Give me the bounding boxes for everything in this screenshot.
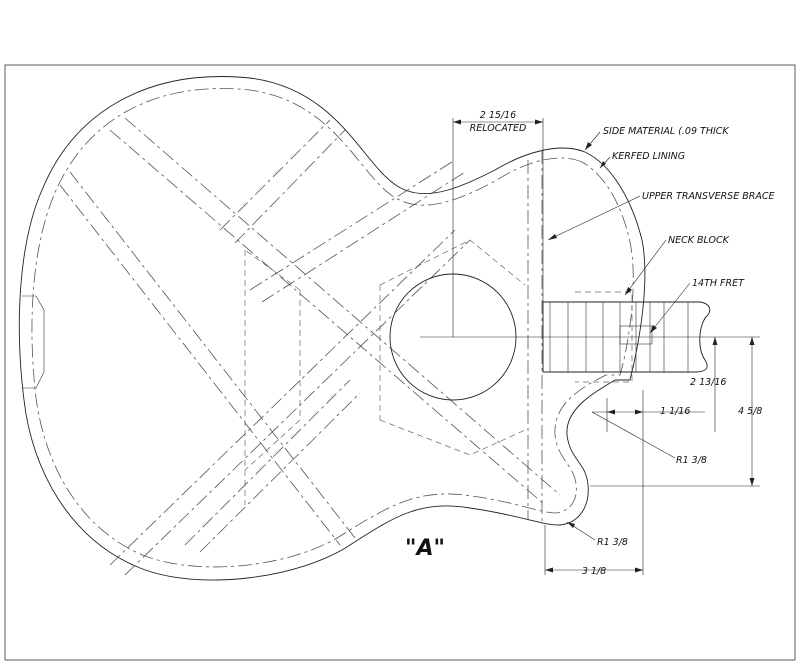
dimension-1-1-16: 1 1/16 xyxy=(592,406,705,417)
label-kerfed-lining: KERFED LINING xyxy=(612,151,685,162)
upper-transverse-brace xyxy=(527,150,543,525)
dimension-2-13-16: 2 13/16 xyxy=(690,337,726,432)
dimension-2-15-16: 2 15/16 RELOCATED xyxy=(453,110,543,134)
label-radius-upper: R1 3/8 xyxy=(676,455,707,466)
body-outline xyxy=(18,76,646,581)
dim-top-note: RELOCATED xyxy=(470,123,527,134)
dim-4-5-8: 4 5/8 xyxy=(738,406,762,417)
dim-2-13-16: 2 13/16 xyxy=(690,377,726,388)
centerlines xyxy=(420,118,760,575)
label-neck-block: NECK BLOCK xyxy=(668,235,730,246)
bracing xyxy=(59,117,561,576)
tail-block xyxy=(22,295,45,389)
label-upper-transverse-brace: UPPER TRANSVERSE BRACE xyxy=(642,191,774,202)
dim-3-1-8: 3 1/8 xyxy=(582,566,606,577)
label-side-material: SIDE MATERIAL (.09 THICK xyxy=(603,126,729,137)
label-14th-fret: 14TH FRET xyxy=(692,278,745,289)
view-label: "A" xyxy=(405,536,445,561)
dimension-4-5-8: 4 5/8 xyxy=(738,337,762,486)
callout-leaders xyxy=(547,131,691,541)
sheet-border xyxy=(4,64,796,661)
label-radius-lower: R1 3/8 xyxy=(597,537,628,548)
dim-top-width: 2 15/16 xyxy=(480,110,516,121)
dimension-3-1-8: 3 1/8 xyxy=(545,566,643,577)
dim-1-1-16: 1 1/16 xyxy=(660,406,690,417)
